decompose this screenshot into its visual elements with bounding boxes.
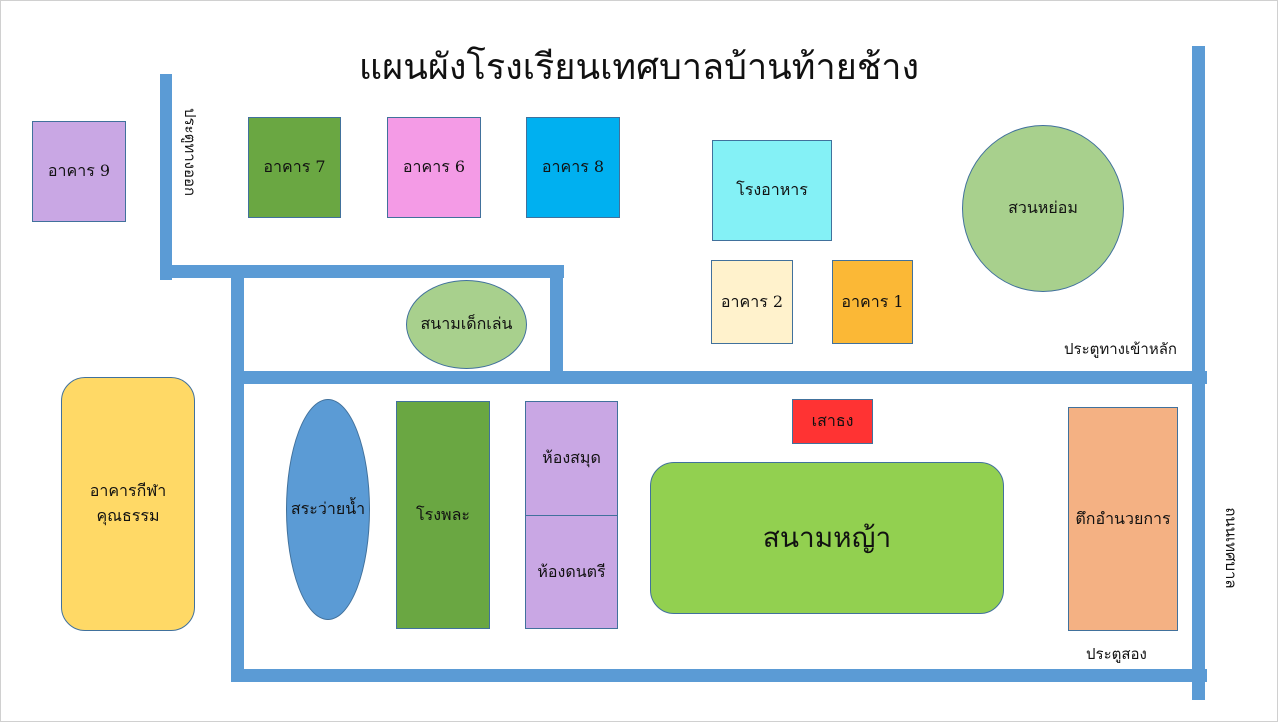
second-gate-label: ประตูสอง [1086, 645, 1147, 663]
library-label: ห้องสมุด [542, 448, 601, 467]
sports-building-label: อาคารกีฬาคุณธรรม [89, 481, 167, 525]
street-label: ถนนเทศบาล [1222, 507, 1240, 589]
exit-gate-label: ประตูทางออก [181, 107, 199, 197]
gym[interactable]: โรงพละ [396, 401, 490, 629]
lawn-field-label: สนามหญ้า [762, 521, 892, 554]
building-2[interactable]: อาคาร 2 [711, 260, 793, 344]
gym-label: โรงพละ [416, 504, 470, 524]
building-7[interactable]: อาคาร 7 [248, 117, 341, 218]
building-8-label: อาคาร 8 [541, 157, 605, 176]
road-bottom-horizontal [231, 669, 1207, 682]
garden-label: สวนหย่อม [1008, 198, 1078, 217]
building-8[interactable]: อาคาร 8 [526, 117, 620, 218]
page-title: แผนผังโรงเรียนเทศบาลบ้านท้ายช้าง [358, 47, 920, 88]
flagpole-label: เสาธง [811, 411, 854, 430]
road-left-vertical-top [160, 74, 172, 280]
flagpole[interactable]: เสาธง [792, 399, 873, 444]
building-7-label: อาคาร 7 [263, 157, 326, 176]
garden[interactable]: สวนหย่อม [962, 125, 1124, 292]
road-middle-horizontal [231, 371, 1207, 384]
admin-building[interactable]: ตึกอำนวยการ [1068, 407, 1178, 631]
main-gate-label: ประตูทางเข้าหลัก [1064, 340, 1177, 358]
road-top-horizontal [160, 265, 564, 278]
building-6[interactable]: อาคาร 6 [387, 117, 481, 218]
admin-building-label: ตึกอำนวยการ [1075, 508, 1171, 528]
road-playground-right [550, 278, 563, 378]
sports-building[interactable]: อาคารกีฬาคุณธรรม [61, 377, 195, 631]
building-2-label: อาคาร 2 [720, 291, 784, 311]
building-1[interactable]: อาคาร 1 [832, 260, 913, 344]
music-room-label: ห้องดนตรี [537, 561, 606, 581]
swimming-pool-label: สระว่ายน้ำ [290, 499, 366, 518]
swimming-pool[interactable]: สระว่ายน้ำ [286, 399, 370, 620]
cafeteria[interactable]: โรงอาหาร [712, 140, 832, 241]
library[interactable]: ห้องสมุด [525, 401, 618, 516]
building-9[interactable]: อาคาร 9 [32, 121, 126, 222]
cafeteria-label: โรงอาหาร [736, 180, 808, 199]
road-right-vertical [1192, 46, 1205, 700]
building-1-label: อาคาร 1 [841, 291, 904, 311]
road-playground-left [231, 278, 244, 680]
lawn-field[interactable]: สนามหญ้า [650, 462, 1004, 614]
playground[interactable]: สนามเด็กเล่น [406, 280, 527, 369]
building-6-label: อาคาร 6 [402, 157, 466, 176]
building-9-label: อาคาร 9 [47, 161, 111, 180]
playground-label: สนามเด็กเล่น [420, 314, 513, 333]
music-room[interactable]: ห้องดนตรี [525, 515, 618, 629]
